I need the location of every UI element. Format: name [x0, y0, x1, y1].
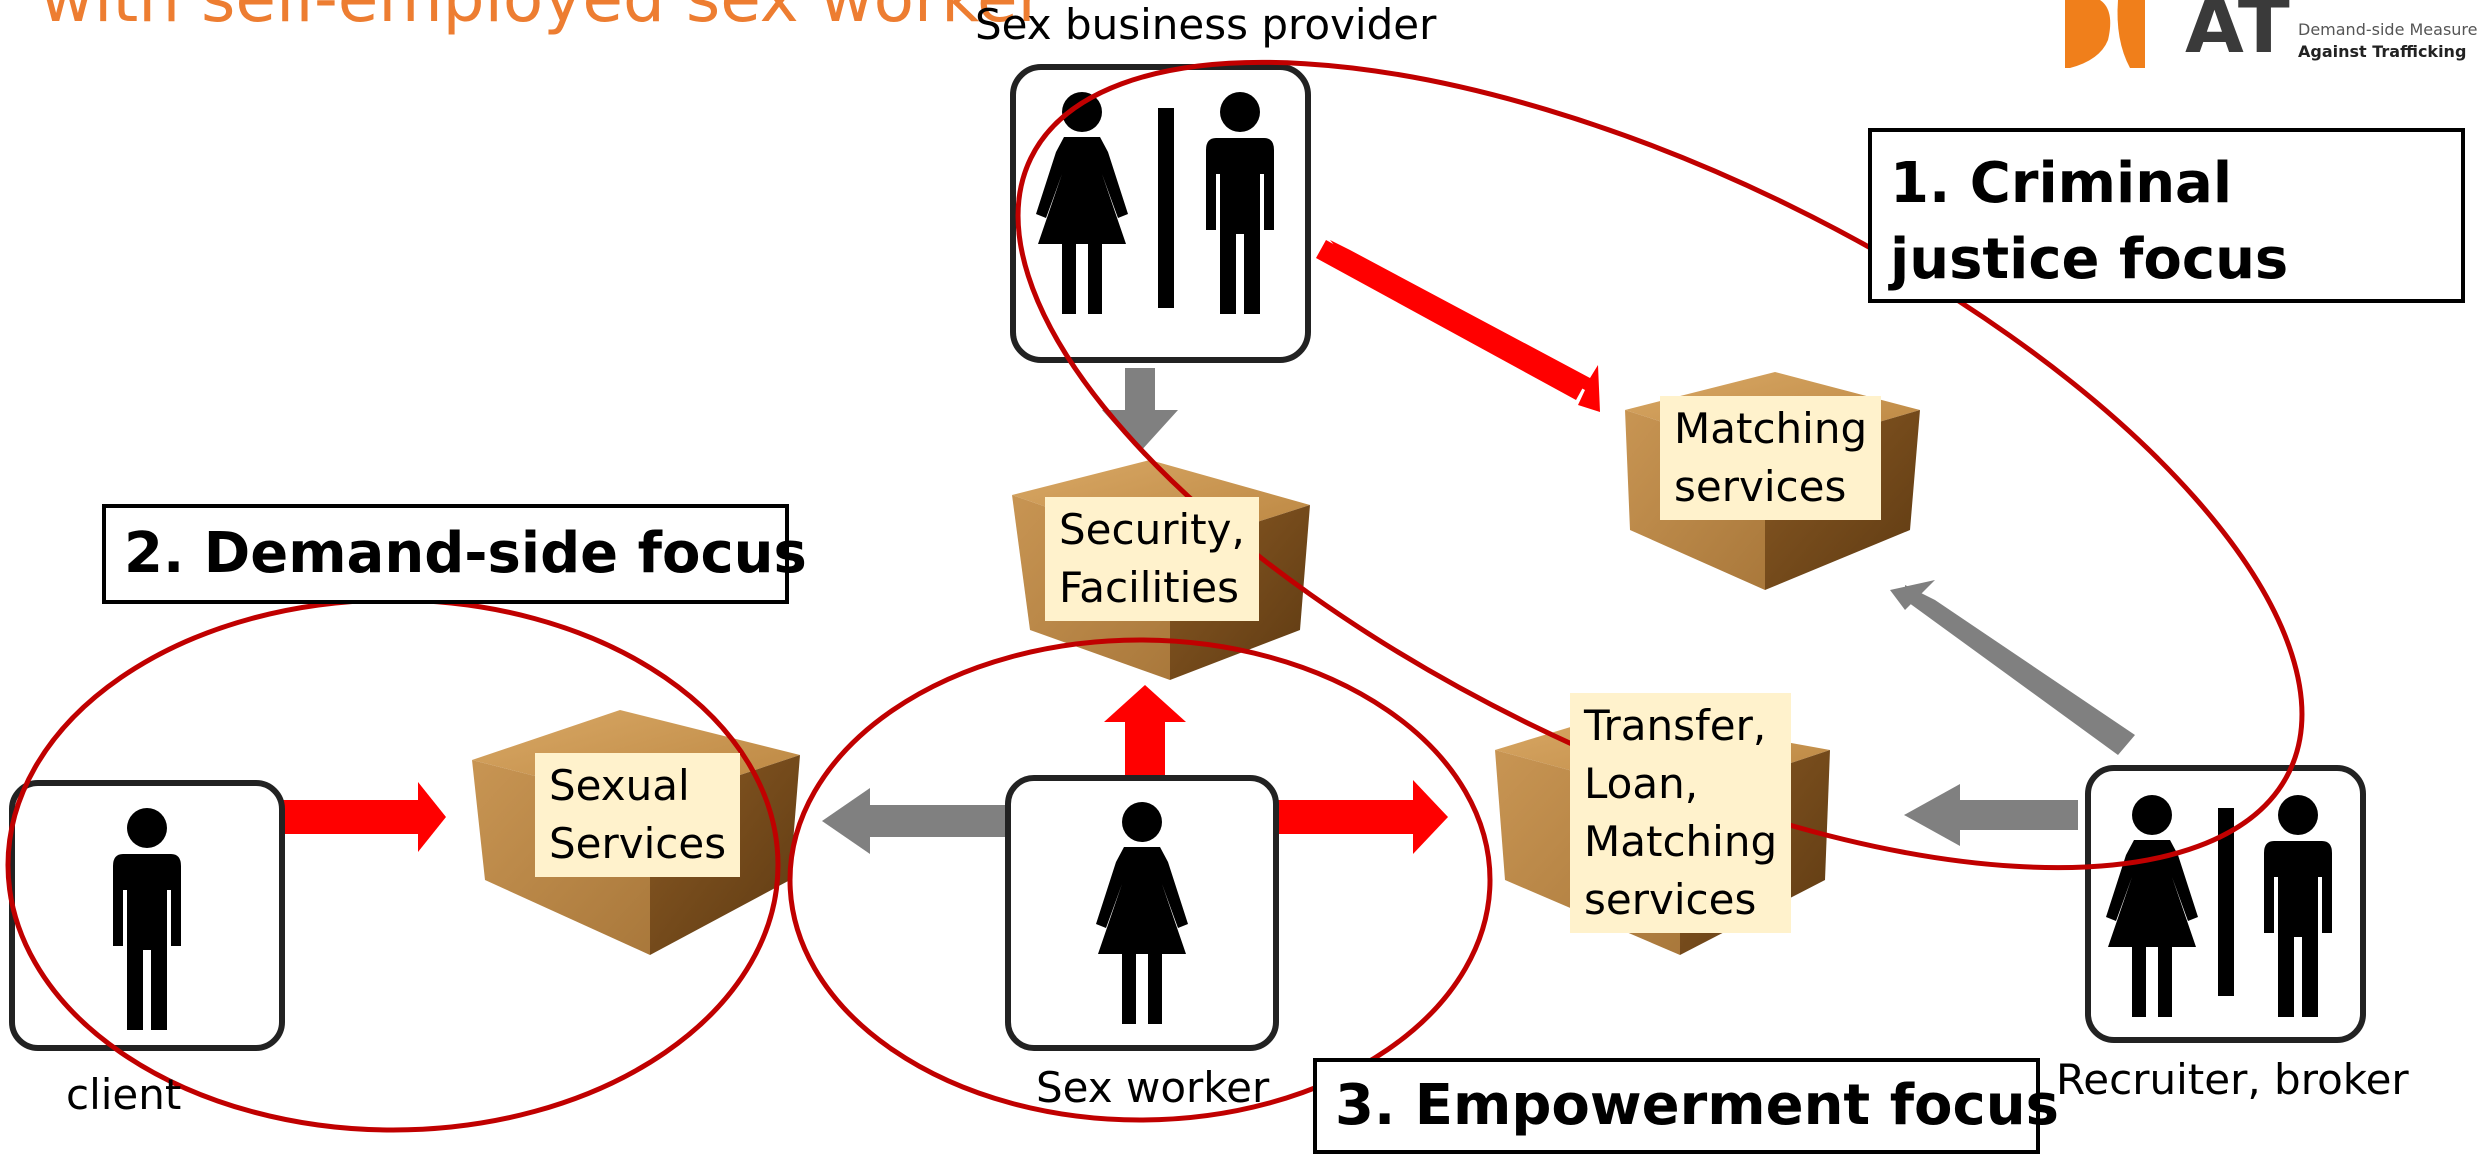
arrow-recruiter-to-matching — [1890, 580, 2135, 755]
logo-line1: Demand-side Measures — [2298, 20, 2478, 39]
security-facilities-label: Security, Facilities — [1045, 497, 1259, 621]
arrow-provider-to-security — [1102, 368, 1178, 452]
logo-mark-icon — [2065, 0, 2145, 68]
provider-icon — [1010, 64, 1311, 363]
sex-worker-icon — [1005, 775, 1279, 1051]
arrow-provider-to-matching — [1316, 240, 1600, 412]
empowerment-ellipse — [787, 637, 1493, 1123]
recruiter-label: Recruiter, broker — [2056, 1055, 2409, 1104]
matching-services-label: Matching services — [1660, 396, 1882, 520]
recruiter-icon — [2085, 765, 2366, 1043]
arrow-client-to-sexual-services — [280, 782, 446, 852]
criminal-justice-ellipse — [1015, 59, 2305, 871]
demand-side-focus: 2. Demand-side focus — [102, 504, 807, 604]
slide-title: with self-employed sex worker — [40, 0, 1045, 37]
empowerment-focus: 3. Empowerment focus — [1313, 1058, 2059, 1154]
arrow-worker-to-security — [1104, 685, 1186, 780]
client-label: client — [66, 1070, 182, 1119]
logo: AT Demand-side Measures Against Traffick… — [2060, 0, 2478, 70]
provider-label: Sex business provider — [975, 0, 1437, 49]
client-icon — [9, 780, 285, 1051]
sexual-services-label: Sexual Services — [535, 753, 741, 877]
logo-line2: Against Trafficking — [2298, 42, 2467, 61]
logo-letters: AT — [2185, 0, 2290, 70]
criminal-justice-focus: 1. Criminal justice focus — [1868, 128, 2465, 303]
arrow-worker-to-sexual-services — [822, 788, 1010, 854]
transfer-loan-label: Transfer, Loan, Matching services — [1570, 693, 1792, 933]
arrow-recruiter-to-transfer — [1904, 784, 2078, 846]
arrow-worker-to-transfer — [1275, 780, 1448, 854]
sex-worker-label: Sex worker — [1036, 1063, 1270, 1112]
